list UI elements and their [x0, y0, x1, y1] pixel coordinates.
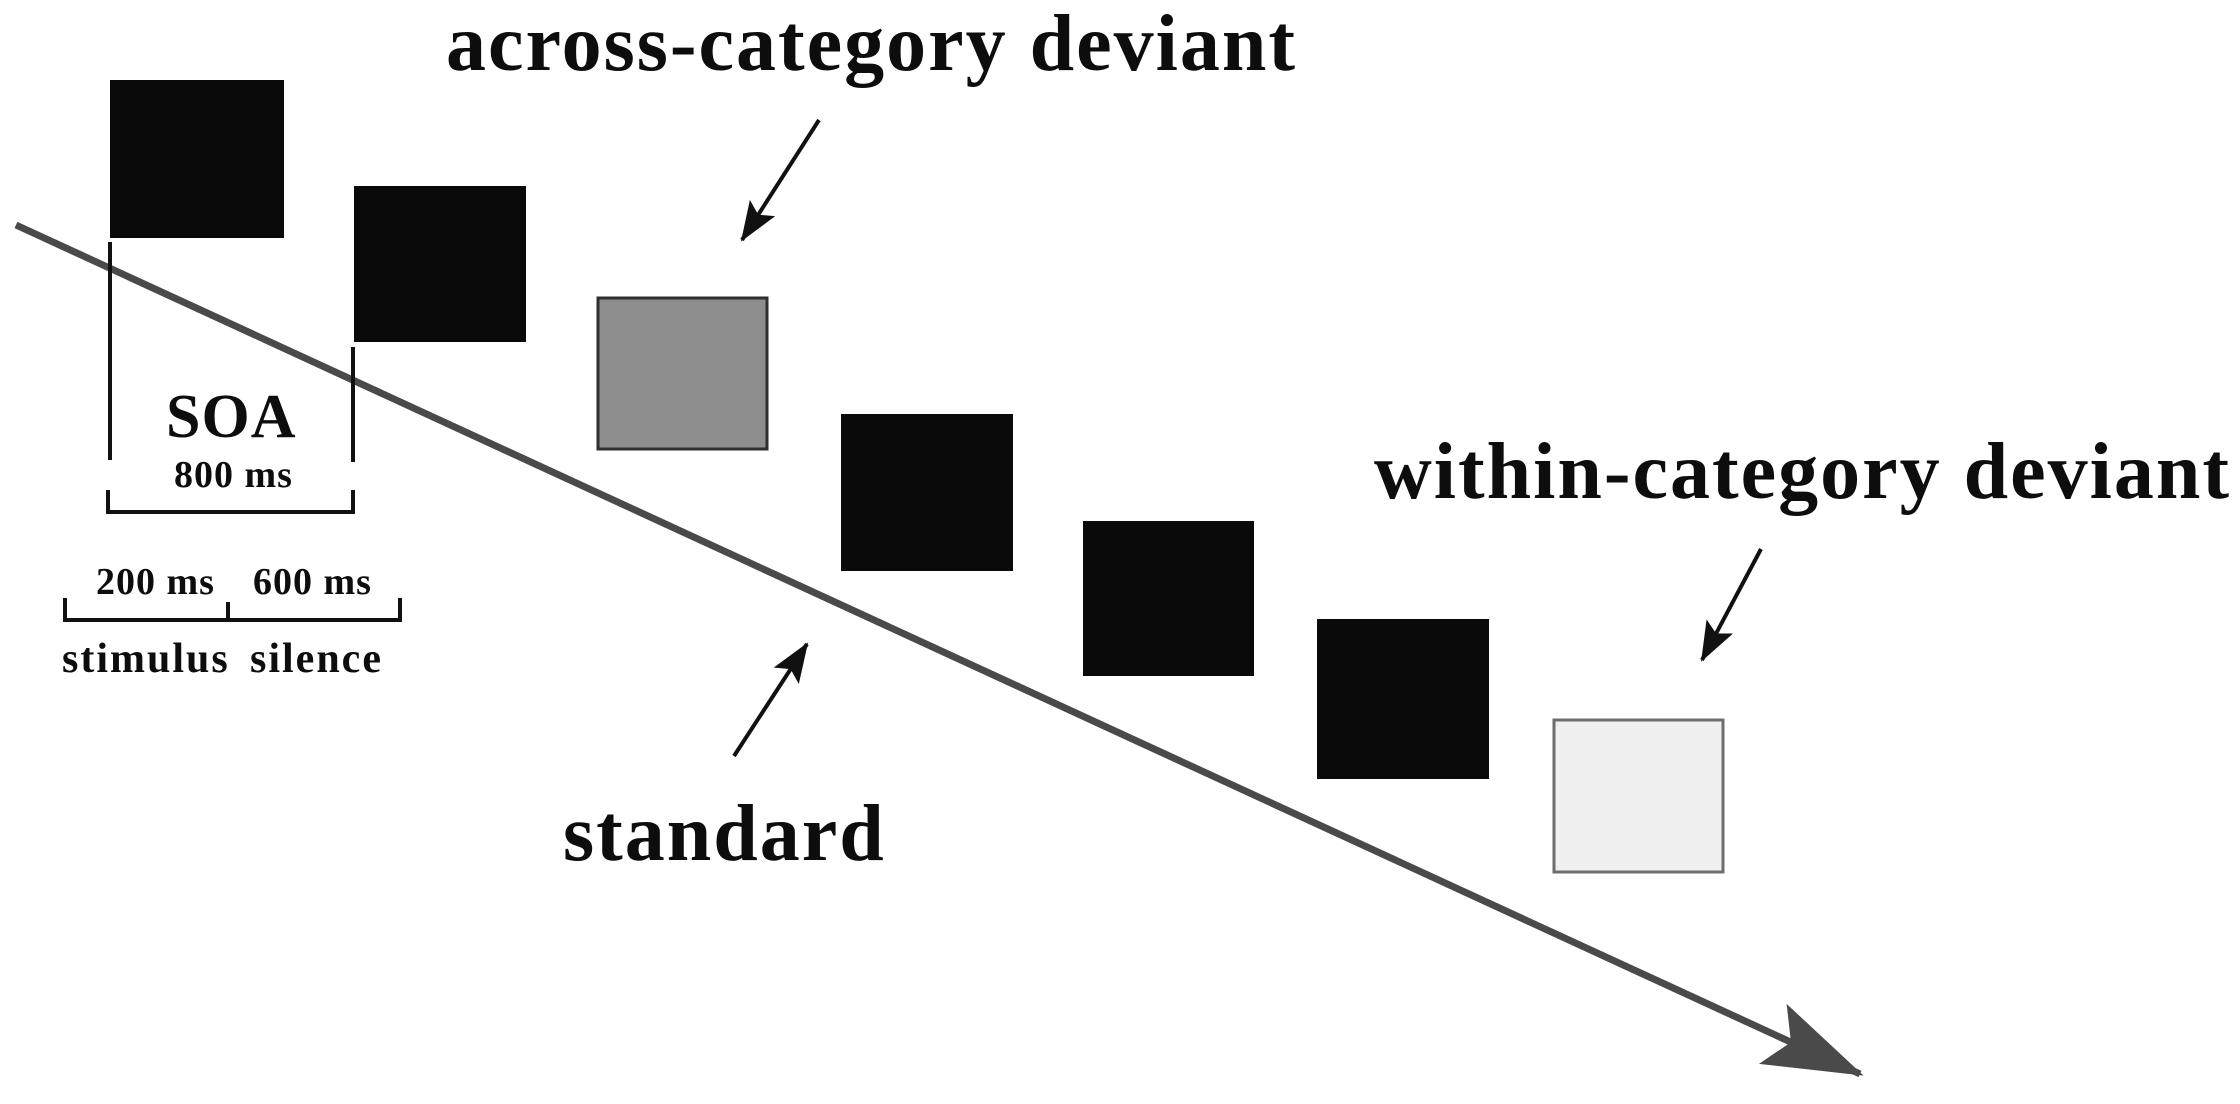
standard-square-5	[1317, 619, 1489, 779]
standard-square-2	[354, 186, 526, 342]
standard-pointer-arrow	[732, 642, 809, 758]
soa-duration-label: 800 ms	[174, 454, 293, 496]
standard-label: standard	[563, 790, 886, 878]
within-deviant-pointer-arrow	[1700, 548, 1763, 662]
stimulus-duration-label: 200 ms	[96, 561, 215, 603]
stimulus-silence-bracket	[63, 598, 402, 622]
across-deviant-pointer-arrow	[740, 118, 821, 242]
within-category-deviant-square	[1552, 718, 1725, 874]
across-category-deviant-square	[596, 296, 769, 451]
standard-square-3	[841, 414, 1013, 571]
within-category-deviant-label: within-category deviant	[1374, 428, 2232, 516]
stimulus-label: stimulus	[62, 636, 230, 682]
standard-square-4	[1083, 521, 1254, 676]
across-category-deviant-label: across-category deviant	[446, 0, 1297, 88]
standard-square-1	[110, 80, 284, 238]
timeline-arrow	[14, 221, 1864, 1078]
soa-label: SOA	[166, 383, 297, 451]
soa-bracket	[106, 490, 355, 514]
silence-duration-label: 600 ms	[253, 561, 372, 603]
silence-label: silence	[250, 636, 383, 682]
